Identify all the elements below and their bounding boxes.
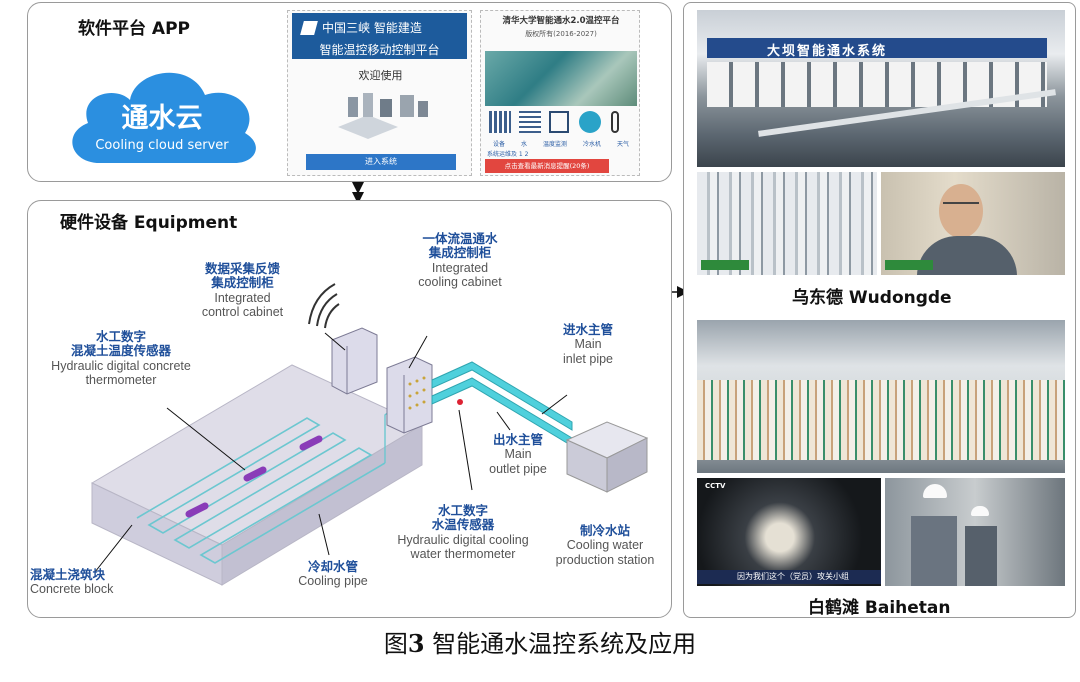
cloud-cn-label: 通水云 [122,103,203,134]
photo-baihetan-pipes [697,320,1065,473]
interviewee-glasses-icon [943,202,979,212]
leader-line [408,335,428,369]
equipment-diagram [90,283,649,586]
label-concrete-block: 混凝土浇筑块 Concrete block [30,567,114,597]
equipment-illustration [338,93,428,139]
worker-body [965,526,997,586]
dam-sign-text: 大坝智能通水系统 [767,44,888,59]
cloud-en-label: Cooling cloud server [95,138,229,153]
tv-caption: 因为我们这个（党员）攻关小组 [737,572,849,581]
temperature-monitor-icon[interactable] [549,111,569,133]
chiller-icon[interactable] [579,111,601,133]
label-concrete-thermometer: 水工数字 混凝土温度传感器 Hydraulic digital concrete… [51,329,191,388]
icon-label: 水 [520,141,527,148]
dam-sign [707,38,1047,58]
leader-line [318,513,330,556]
leader-line [458,409,473,491]
leader-line [166,407,246,471]
water-thermometer [457,399,463,405]
app2-copyright: 版权所有(2016-2027) [525,30,597,38]
baihetan-pipe-array [697,380,1065,460]
enter-system-button[interactable]: 进入系统 [306,154,456,170]
worker-body [911,516,957,586]
concrete-thermometer [299,435,323,451]
photo-wudongde-interview [881,172,1065,275]
site-label-baihetan: 白鹤滩 Baihetan [808,598,951,618]
cooling-station-side [606,437,648,493]
leader-line [324,332,346,351]
wireless-signal-icon [308,283,340,329]
leader-line [94,524,133,573]
app-screen-tsinghua: 清华大学智能通水2.0温控平台 版权所有(2016-2027) 设备 水 温度监… [480,10,640,176]
photo-tv-tag [701,260,749,270]
device-icon[interactable] [489,111,511,133]
software-title: 软件平台 APP [78,19,190,39]
caption-prefix: 图 [383,630,408,658]
app2-alert-button[interactable]: 点击查看最新消息提醒(20条) [485,159,609,173]
photo-tv-tag [885,260,933,270]
main-inlet-pipe [431,361,573,431]
tv-caption-bar [697,570,881,584]
app-subtitle: 智能温控移动控制平台 [319,43,440,57]
app-screen-sanxia: 中国三峡 智能建造 智能温控移动控制平台 欢迎使用 进入系统 [287,10,472,176]
icon-label: 冷水机 [582,141,601,148]
app-welcome: 欢迎使用 [358,69,403,82]
caption-number: 3 [407,629,425,658]
control-cabinet [331,327,378,395]
icon-label: 天气 [616,141,629,148]
tv-logo: CCTV [705,482,726,490]
concrete-thermometer [185,502,209,518]
app2-icon-row [485,109,637,139]
icon-label: 设备 [492,141,505,148]
label-outlet-pipe: 出水主管 Main outlet pipe [489,432,547,476]
app2-link[interactable]: 系统运维及 1 2 [487,151,529,158]
app2-icon-labels: 设备 水 温度监测 冷水机 天气 [485,139,637,148]
worker-helmet-icon [971,506,989,516]
app2-banner [485,51,637,106]
caption-text: 智能通水温控系统及应用 [424,630,697,658]
water-icon[interactable] [519,111,541,133]
figure-caption: 图3 智能通水温控系统及应用 [0,624,1080,659]
site-label-wudongde: 乌东德 Wudongde [792,288,952,308]
label-integrated-cabinet: 一体流温通水 集成控制柜 Integrated cooling cabinet [418,231,502,290]
weather-icon[interactable] [611,111,619,133]
hardware-title: 硬件设备 Equipment [60,213,238,233]
app2-title: 清华大学智能通水2.0温控平台 [502,16,620,26]
label-inlet-pipe: 进水主管 Main inlet pipe [562,322,614,366]
worker-helmet-icon [923,484,947,498]
label-water-thermometer: 水工数字 水温传感器 Hydraulic digital cooling wat… [397,503,529,562]
label-cooling-station: 制冷水站 Cooling water production station [555,523,655,567]
photo-baihetan-inspection [885,478,1065,586]
leader-line [541,394,568,415]
concrete-thermometer [243,466,267,482]
app-header [292,13,467,59]
label-cooling-pipe: 冷却水管 Cooling pipe [298,559,368,589]
icon-label: 温度监测 [542,141,567,148]
photo-wudongde-equipment [697,172,877,275]
interviewee-face [939,184,983,238]
photo-baihetan-tv: CCTV 因为我们这个（党员）攻关小组 [697,478,881,586]
photo-dam-control-room: 大坝智能通水系统 [697,10,1065,167]
app-brand: 中国三峡 智能建造 [322,21,422,35]
label-control-cabinet: 数据采集反馈 集成控制柜 Integrated control cabinet [201,261,284,320]
cloud-icon: 通水云 Cooling cloud server [72,72,256,163]
cooling-pipe [136,417,386,564]
leader-line [496,411,511,431]
